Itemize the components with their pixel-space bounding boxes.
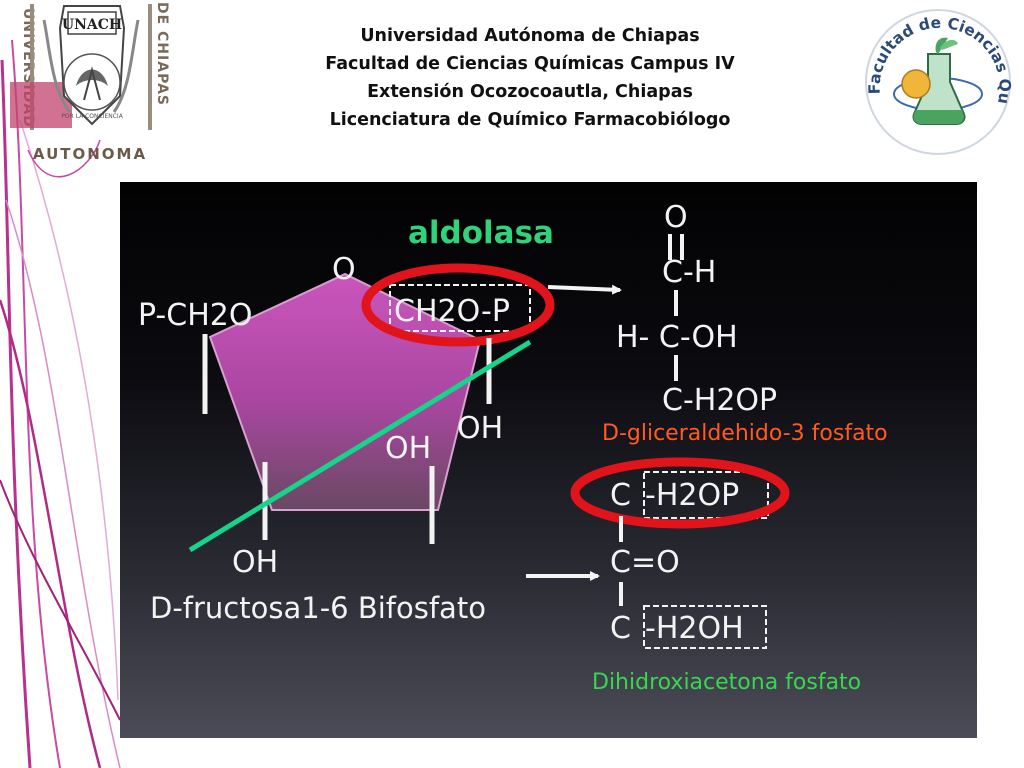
substrate-name: D-fructosa1-6 Bifosfato — [150, 591, 486, 625]
ring-oh-right: OH — [457, 411, 503, 446]
boxed-product2-h2oh — [643, 605, 767, 649]
institution-header: Universidad Autónoma de Chiapas Facultad… — [250, 22, 810, 134]
boxed-product2-h2op — [643, 471, 769, 519]
unach-logo: UNIVERSIDAD DE CHIAPAS UNACH POR LA CONC… — [10, 2, 170, 163]
faculty-logo: Facultad de Ciencias Químicas Ocozocoaut… — [858, 2, 1014, 155]
product2-name: Dihidroxiacetona fosfato — [592, 670, 861, 695]
product1-c-h: C-H — [662, 255, 716, 290]
aldolase-reaction-diagram: aldolasa O P-CH2O CH2O-P OH OH OH D-fruc… — [138, 200, 888, 695]
highlight-circle-product2 — [570, 457, 790, 529]
product1-c-h2op: C-H2OP — [662, 383, 777, 418]
product1-name: D-gliceraldehido-3 fosfato — [602, 421, 888, 446]
aldolase-reaction-slide: aldolasa O P-CH2O CH2O-P OH OH OH D-fruc… — [120, 182, 977, 738]
logo-bottom-text: AUTONOMA — [33, 145, 147, 163]
product2-h2op: -H2OP — [645, 478, 739, 513]
ring-oxygen: O — [332, 252, 356, 287]
product1-o: O — [664, 200, 688, 235]
logo-motto: POR LA CONCIENCIA — [61, 113, 124, 120]
highlight-circle-ring — [361, 263, 555, 347]
header-line-university: Universidad Autónoma de Chiapas — [360, 26, 700, 46]
boxed-right-group — [389, 284, 531, 332]
logo-right-side-text: DE CHIAPAS — [154, 2, 170, 106]
header-line-extension: Extensión Ocozocoautla, Chiapas — [367, 82, 693, 102]
cleavage-line — [188, 339, 532, 553]
ring-oh-bottom: OH — [232, 545, 278, 580]
product2-c: C — [610, 478, 631, 513]
logo-shield-text: UNACH — [62, 17, 122, 33]
product2-c2: C — [610, 611, 631, 646]
product1-h-c-oh: H- C-OH — [616, 320, 738, 355]
ring-right-group: CH2O-P — [394, 294, 510, 329]
arrow-to-product1 — [547, 284, 622, 295]
ring-oh-middle: OH — [385, 431, 431, 466]
ring-left-group: P-CH2O — [138, 298, 252, 333]
product2-h2oh: -H2OH — [645, 611, 744, 646]
header-line-faculty: Facultad de Ciencias Químicas Campus IV — [325, 54, 735, 74]
product2-c-o: C=O — [610, 545, 680, 580]
enzyme-label: aldolasa — [408, 215, 554, 251]
header-line-degree: Licenciatura de Químico Farmacobiólogo — [329, 110, 731, 130]
